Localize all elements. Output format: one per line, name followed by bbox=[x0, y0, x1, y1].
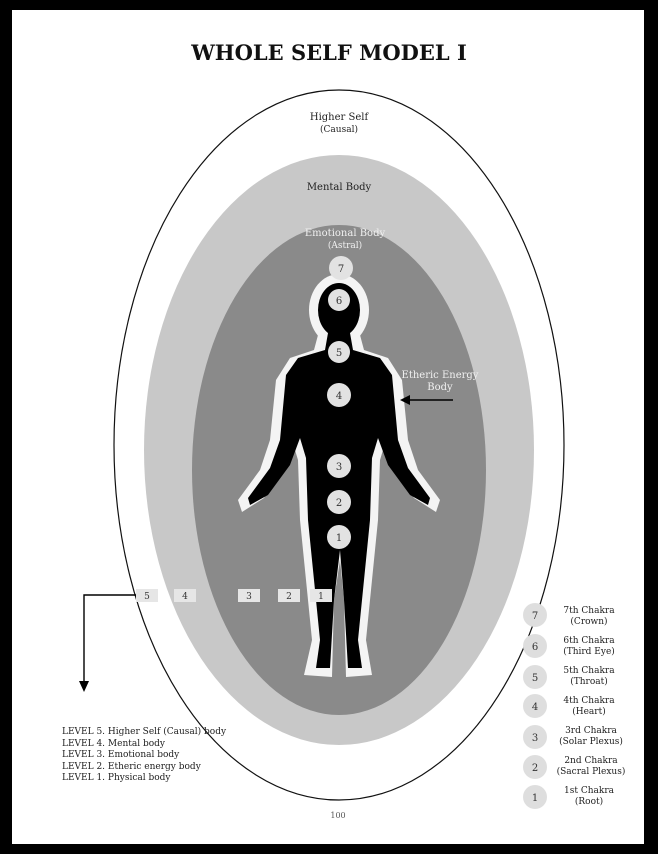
level-marker-3: 3 bbox=[238, 589, 260, 602]
emotional-body-label: Emotional Body bbox=[305, 228, 386, 239]
svg-text:6: 6 bbox=[336, 296, 342, 307]
svg-text:3: 3 bbox=[336, 462, 342, 473]
chakra-key-5: 5 5th Chakra (Throat) bbox=[523, 665, 615, 689]
svg-text:1: 1 bbox=[336, 533, 342, 544]
svg-text:4: 4 bbox=[336, 391, 342, 402]
svg-text:1st Chakra: 1st Chakra bbox=[564, 786, 615, 796]
body-chakra-6: 6 bbox=[328, 289, 350, 311]
svg-text:3rd Chakra: 3rd Chakra bbox=[565, 726, 617, 736]
body-chakra-3: 3 bbox=[327, 454, 351, 478]
chakra-key: 7 7th Chakra (Crown) 6 6th Chakra (Third… bbox=[523, 603, 625, 809]
level-marker-1: 1 bbox=[310, 589, 332, 602]
higher-self-label: Higher Self bbox=[310, 112, 370, 123]
chakra-key-6: 6 6th Chakra (Third Eye) bbox=[523, 634, 615, 658]
svg-text:2: 2 bbox=[336, 498, 342, 509]
svg-text:(Solar Plexus): (Solar Plexus) bbox=[559, 736, 623, 747]
body-chakra-4: 4 bbox=[327, 383, 351, 407]
svg-text:3: 3 bbox=[246, 592, 252, 602]
svg-text:5th Chakra: 5th Chakra bbox=[563, 666, 615, 676]
etheric-label-line1: Etheric Energy bbox=[402, 370, 479, 381]
svg-text:7th Chakra: 7th Chakra bbox=[563, 606, 615, 616]
svg-text:5: 5 bbox=[144, 592, 150, 602]
svg-text:2: 2 bbox=[532, 763, 538, 774]
svg-text:(Crown): (Crown) bbox=[570, 616, 607, 627]
svg-text:(Sacral Plexus): (Sacral Plexus) bbox=[557, 766, 626, 777]
body-chakra-7: 7 bbox=[329, 256, 353, 280]
level-marker-4: 4 bbox=[174, 589, 196, 602]
level-1-text: LEVEL 1. Physical body bbox=[62, 773, 226, 785]
levels-legend: LEVEL 5. Higher Self (Causal) body LEVEL… bbox=[62, 727, 226, 785]
svg-text:2nd Chakra: 2nd Chakra bbox=[564, 756, 618, 766]
higher-self-sublabel: (Causal) bbox=[320, 124, 358, 135]
svg-text:(Root): (Root) bbox=[575, 796, 603, 807]
svg-text:6th Chakra: 6th Chakra bbox=[563, 636, 615, 646]
body-chakra-5: 5 bbox=[328, 341, 350, 363]
level-marker-2: 2 bbox=[278, 589, 300, 602]
chakra-key-7: 7 7th Chakra (Crown) bbox=[523, 603, 615, 627]
svg-text:5: 5 bbox=[336, 348, 342, 359]
svg-text:1: 1 bbox=[318, 592, 324, 602]
etheric-label-line2: Body bbox=[427, 382, 453, 393]
level-4-text: LEVEL 4. Mental body bbox=[62, 739, 226, 751]
level-2-text: LEVEL 2. Etheric energy body bbox=[62, 762, 226, 774]
svg-text:(Throat): (Throat) bbox=[570, 676, 608, 687]
emotional-body-sublabel: (Astral) bbox=[328, 240, 362, 251]
svg-text:7: 7 bbox=[532, 611, 538, 622]
svg-text:5: 5 bbox=[532, 673, 538, 684]
svg-text:4: 4 bbox=[182, 592, 188, 602]
chakra-key-3: 3 3rd Chakra (Solar Plexus) bbox=[523, 725, 623, 749]
body-chakra-2: 2 bbox=[327, 490, 351, 514]
chakra-key-2: 2 2nd Chakra (Sacral Plexus) bbox=[523, 755, 625, 779]
svg-text:4: 4 bbox=[532, 702, 538, 713]
svg-text:7: 7 bbox=[338, 264, 344, 275]
svg-text:6: 6 bbox=[532, 642, 538, 653]
body-chakra-1: 1 bbox=[327, 525, 351, 549]
svg-text:(Third Eye): (Third Eye) bbox=[563, 646, 615, 657]
svg-text:(Heart): (Heart) bbox=[572, 706, 605, 717]
legend-leader-arrow bbox=[79, 595, 136, 692]
level-5-text: LEVEL 5. Higher Self (Causal) body bbox=[62, 727, 226, 739]
svg-text:1: 1 bbox=[532, 793, 538, 804]
page-number: 100 bbox=[0, 811, 658, 820]
level-3-text: LEVEL 3. Emotional body bbox=[62, 750, 226, 762]
chakra-key-4: 4 4th Chakra (Heart) bbox=[523, 694, 615, 718]
svg-text:3: 3 bbox=[532, 733, 538, 744]
svg-text:4th Chakra: 4th Chakra bbox=[563, 696, 615, 706]
svg-text:2: 2 bbox=[286, 592, 292, 602]
mental-body-label: Mental Body bbox=[307, 182, 372, 193]
chakra-key-1: 1 1st Chakra (Root) bbox=[523, 785, 615, 809]
level-marker-5: 5 bbox=[136, 589, 158, 602]
